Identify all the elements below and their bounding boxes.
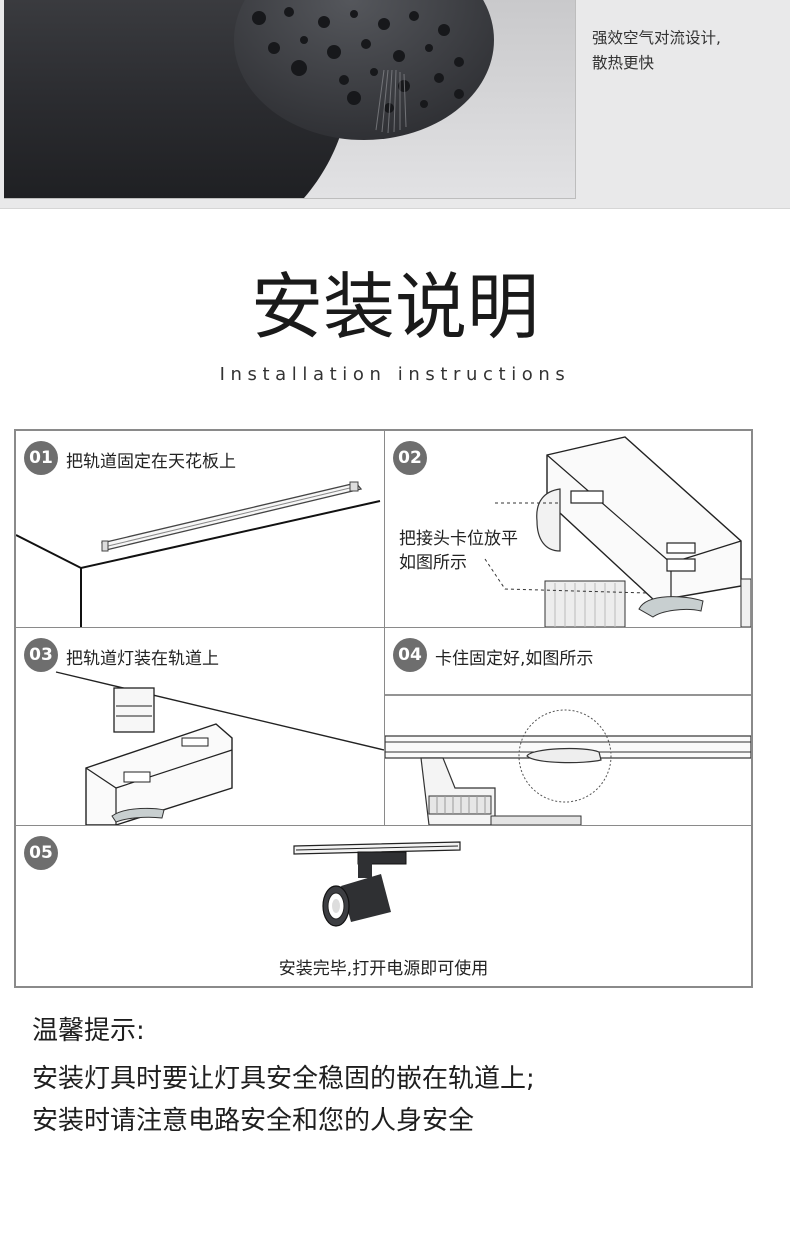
step-02-label-line-2: 如图所示	[399, 553, 467, 573]
installation-steps-grid: 01 把轨道固定在天花板上 02 把接头卡位放平 如图所示	[14, 429, 753, 988]
grid-divider-row-1	[16, 627, 751, 628]
step-04-badge: 04	[393, 638, 427, 672]
grid-divider-vertical	[384, 431, 385, 825]
step-01-illustration	[16, 481, 381, 627]
step-05-label: 安装完毕,打开电源即可使用	[278, 959, 489, 979]
tips-section: 温馨提示: 安装灯具时要让灯具安全稳固的嵌在轨道上; 安装时请注意电路安全和您的…	[32, 1010, 772, 1142]
step-01-cell: 01 把轨道固定在天花板上	[16, 431, 384, 627]
step-05-illustration	[293, 841, 461, 927]
lamp-heatsink-photo	[4, 0, 576, 199]
tip-line-1: 安装灯具时要让灯具安全稳固的嵌在轨道上;	[32, 1064, 535, 1094]
step-02-label: 把接头卡位放平 如图所示	[399, 527, 518, 575]
step-01-badge: 01	[24, 441, 58, 475]
hero-caption-line-2: 散热更快	[592, 54, 655, 72]
step-05-badge: 05	[24, 836, 58, 870]
tip-line-2: 安装时请注意电路安全和您的人身安全	[32, 1106, 475, 1136]
grid-divider-row-2	[16, 825, 751, 826]
tips-title: 温馨提示:	[32, 1016, 145, 1046]
step-02-label-line-1: 把接头卡位放平	[399, 529, 518, 549]
hero-caption-line-1: 强效空气对流设计,	[592, 29, 721, 47]
lamp-body	[322, 874, 391, 927]
hero-caption: 强效空气对流设计, 散热更快	[592, 26, 772, 76]
step-02-badge: 02	[393, 441, 427, 475]
step-03-cell: 03 把轨道灯装在轨道上	[16, 628, 384, 825]
step-03-badge: 03	[24, 638, 58, 672]
step-04-label: 卡住固定好,如图所示	[435, 649, 594, 669]
page-subtitle: Installation instructions	[219, 364, 571, 385]
step-03-illustration	[55, 671, 384, 825]
step-03-label: 把轨道灯装在轨道上	[66, 649, 219, 669]
step-05-cell: 05 安装完毕,打开电源即可使用	[16, 826, 751, 986]
step-02-cell: 02 把接头卡位放平 如图所示	[385, 431, 751, 627]
step-01-label: 把轨道固定在天花板上	[66, 452, 236, 472]
page-title: 安装说明	[250, 265, 539, 349]
step-04-illustration	[385, 694, 751, 825]
lamp-heatsink-illustration	[4, 0, 494, 198]
step-04-cell: 04 卡住固定好,如图所示	[385, 628, 751, 825]
step-02-illustration	[484, 436, 751, 627]
hero-banner: 强效空气对流设计, 散热更快	[0, 0, 790, 209]
